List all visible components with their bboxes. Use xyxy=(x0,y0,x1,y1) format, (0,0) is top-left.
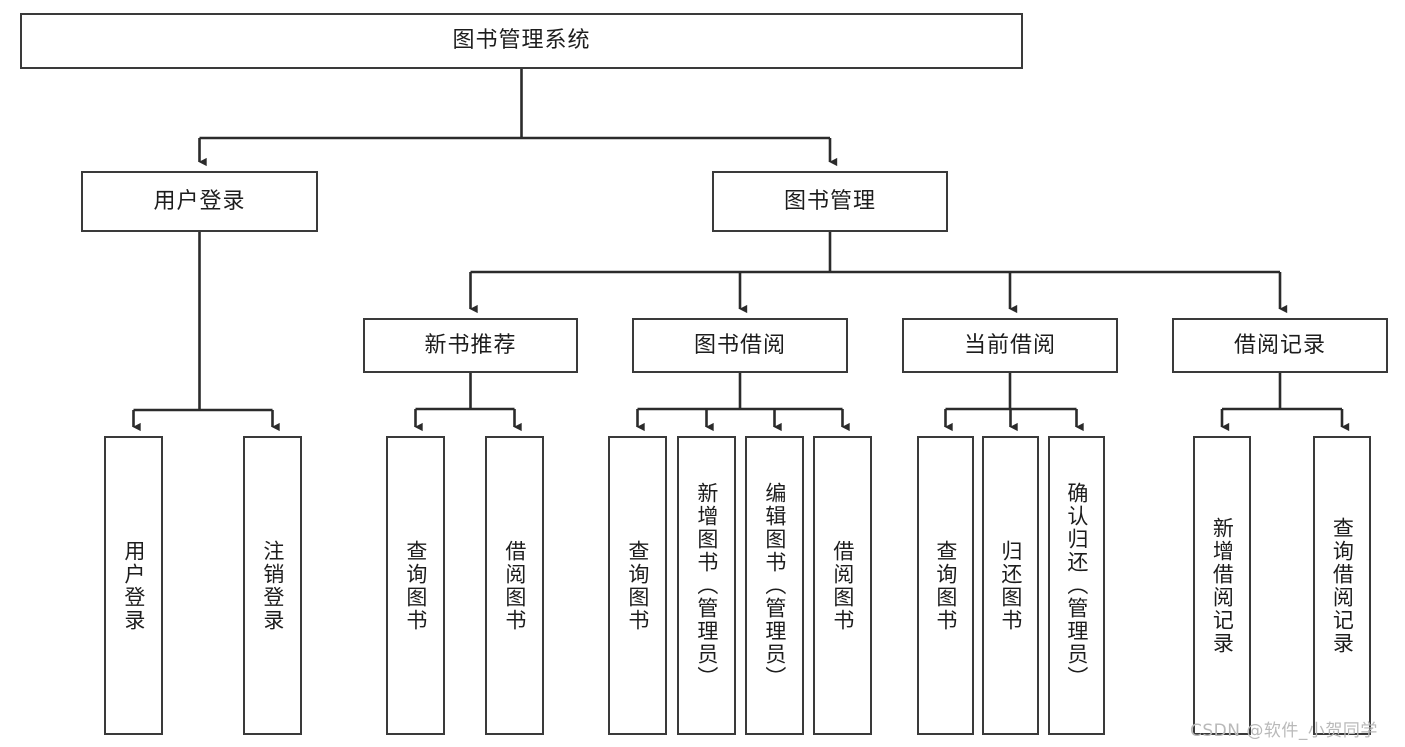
node-leaf-user-login[interactable]: 用户登录 xyxy=(104,436,163,735)
node-leaf-confirm-return[interactable]: 确认归还（管理员） xyxy=(1048,436,1105,735)
node-label: 注销登录 xyxy=(260,539,285,632)
node-label: 编辑图书（管理员） xyxy=(762,482,787,689)
node-label: 借阅图书 xyxy=(502,539,527,632)
node-label: 归还图书 xyxy=(998,539,1023,632)
node-label: 新增图书（管理员） xyxy=(694,482,719,689)
node-label: 查询借阅记录 xyxy=(1330,516,1355,655)
node-root[interactable]: 图书管理系统 xyxy=(20,13,1023,69)
node-leaf-logout[interactable]: 注销登录 xyxy=(243,436,302,735)
node-leaf-add-book[interactable]: 新增图书（管理员） xyxy=(677,436,736,735)
node-label: 查询图书 xyxy=(625,539,650,632)
node-current-borrow[interactable]: 当前借阅 xyxy=(902,318,1118,373)
node-label: 查询图书 xyxy=(403,539,428,632)
node-label: 用户登录 xyxy=(153,188,246,214)
node-label: 图书管理 xyxy=(783,188,876,214)
node-leaf-query-record[interactable]: 查询借阅记录 xyxy=(1313,436,1371,735)
node-book-manage[interactable]: 图书管理 xyxy=(712,171,948,232)
node-label: 借阅图书 xyxy=(830,539,855,632)
node-leaf-return-book[interactable]: 归还图书 xyxy=(982,436,1039,735)
node-new-book-recommend[interactable]: 新书推荐 xyxy=(363,318,578,373)
node-label: 当前借阅 xyxy=(963,332,1056,358)
node-label: 确认归还（管理员） xyxy=(1064,482,1089,689)
node-label: 用户登录 xyxy=(121,539,146,632)
node-leaf-query-book-3[interactable]: 查询图书 xyxy=(917,436,974,735)
node-book-borrow[interactable]: 图书借阅 xyxy=(632,318,848,373)
node-label: 新书推荐 xyxy=(424,332,517,358)
node-leaf-add-record[interactable]: 新增借阅记录 xyxy=(1193,436,1251,735)
node-label: 借阅记录 xyxy=(1233,332,1326,358)
node-user-login[interactable]: 用户登录 xyxy=(81,171,318,232)
node-leaf-borrow-book-1[interactable]: 借阅图书 xyxy=(485,436,544,735)
node-label: 查询图书 xyxy=(933,539,958,632)
node-label: 图书借阅 xyxy=(693,332,786,358)
node-leaf-query-book-1[interactable]: 查询图书 xyxy=(386,436,445,735)
node-leaf-query-book-2[interactable]: 查询图书 xyxy=(608,436,667,735)
node-leaf-borrow-book-2[interactable]: 借阅图书 xyxy=(813,436,872,735)
node-label: 新增借阅记录 xyxy=(1210,516,1235,655)
node-label: 图书管理系统 xyxy=(452,28,591,53)
node-leaf-edit-book[interactable]: 编辑图书（管理员） xyxy=(745,436,804,735)
node-borrow-record[interactable]: 借阅记录 xyxy=(1172,318,1388,373)
